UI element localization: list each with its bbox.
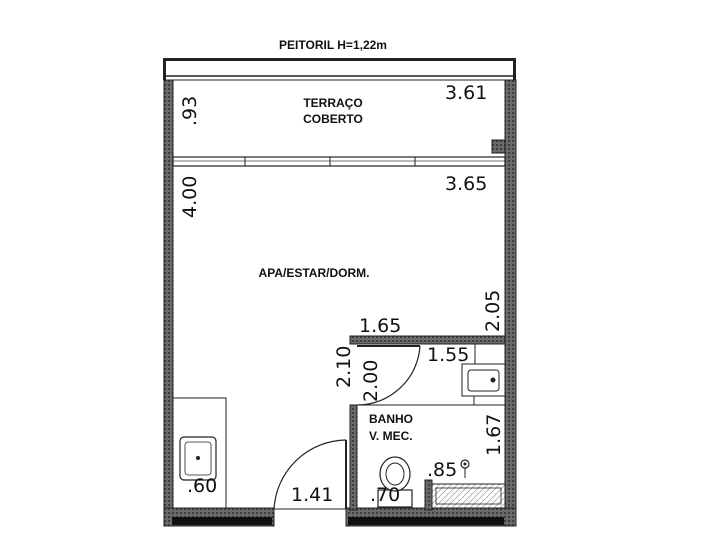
dim-terrace-width: 3.61 (445, 82, 487, 104)
shower (431, 459, 506, 509)
dim-partition: 1.65 (359, 315, 401, 337)
dim-bath-height-b: 2.00 (360, 360, 382, 402)
toilet (377, 456, 413, 508)
dim-terrace-depth: .93 (179, 96, 201, 126)
dim-room-depth: 4.00 (179, 176, 201, 218)
entry-door (273, 439, 347, 510)
dim-bath-height-a: 2.10 (333, 346, 355, 388)
dim-sink: .60 (187, 475, 217, 497)
dim-room-width: 3.65 (445, 173, 487, 195)
kitchen-counter (172, 397, 227, 509)
bathroom-door (356, 345, 421, 406)
dim-bath-width: 1.55 (427, 344, 469, 366)
dim-shower: .85 (427, 459, 457, 481)
dim-entry-door: 1.41 (291, 484, 333, 506)
dim-bath-right: 1.67 (483, 414, 505, 456)
exterior-walls (163, 79, 517, 527)
terrace-label: TERRAÇO (303, 96, 362, 110)
bathroom-label-2: V. MEC. (369, 429, 413, 443)
sill-height-note: PEITORIL H=1,22m (279, 38, 387, 52)
living-room-label: APA/ESTAR/DORM. (259, 266, 370, 280)
parapet (163, 58, 516, 81)
bathroom-label: BANHO (369, 412, 413, 426)
dim-right-wall: 2.05 (482, 290, 504, 332)
column (491, 139, 506, 154)
terrace-window (172, 156, 506, 167)
dim-bath-door: .70 (370, 484, 400, 506)
bathroom-sink (461, 343, 506, 406)
terrace-label-2: COBERTO (303, 112, 363, 126)
